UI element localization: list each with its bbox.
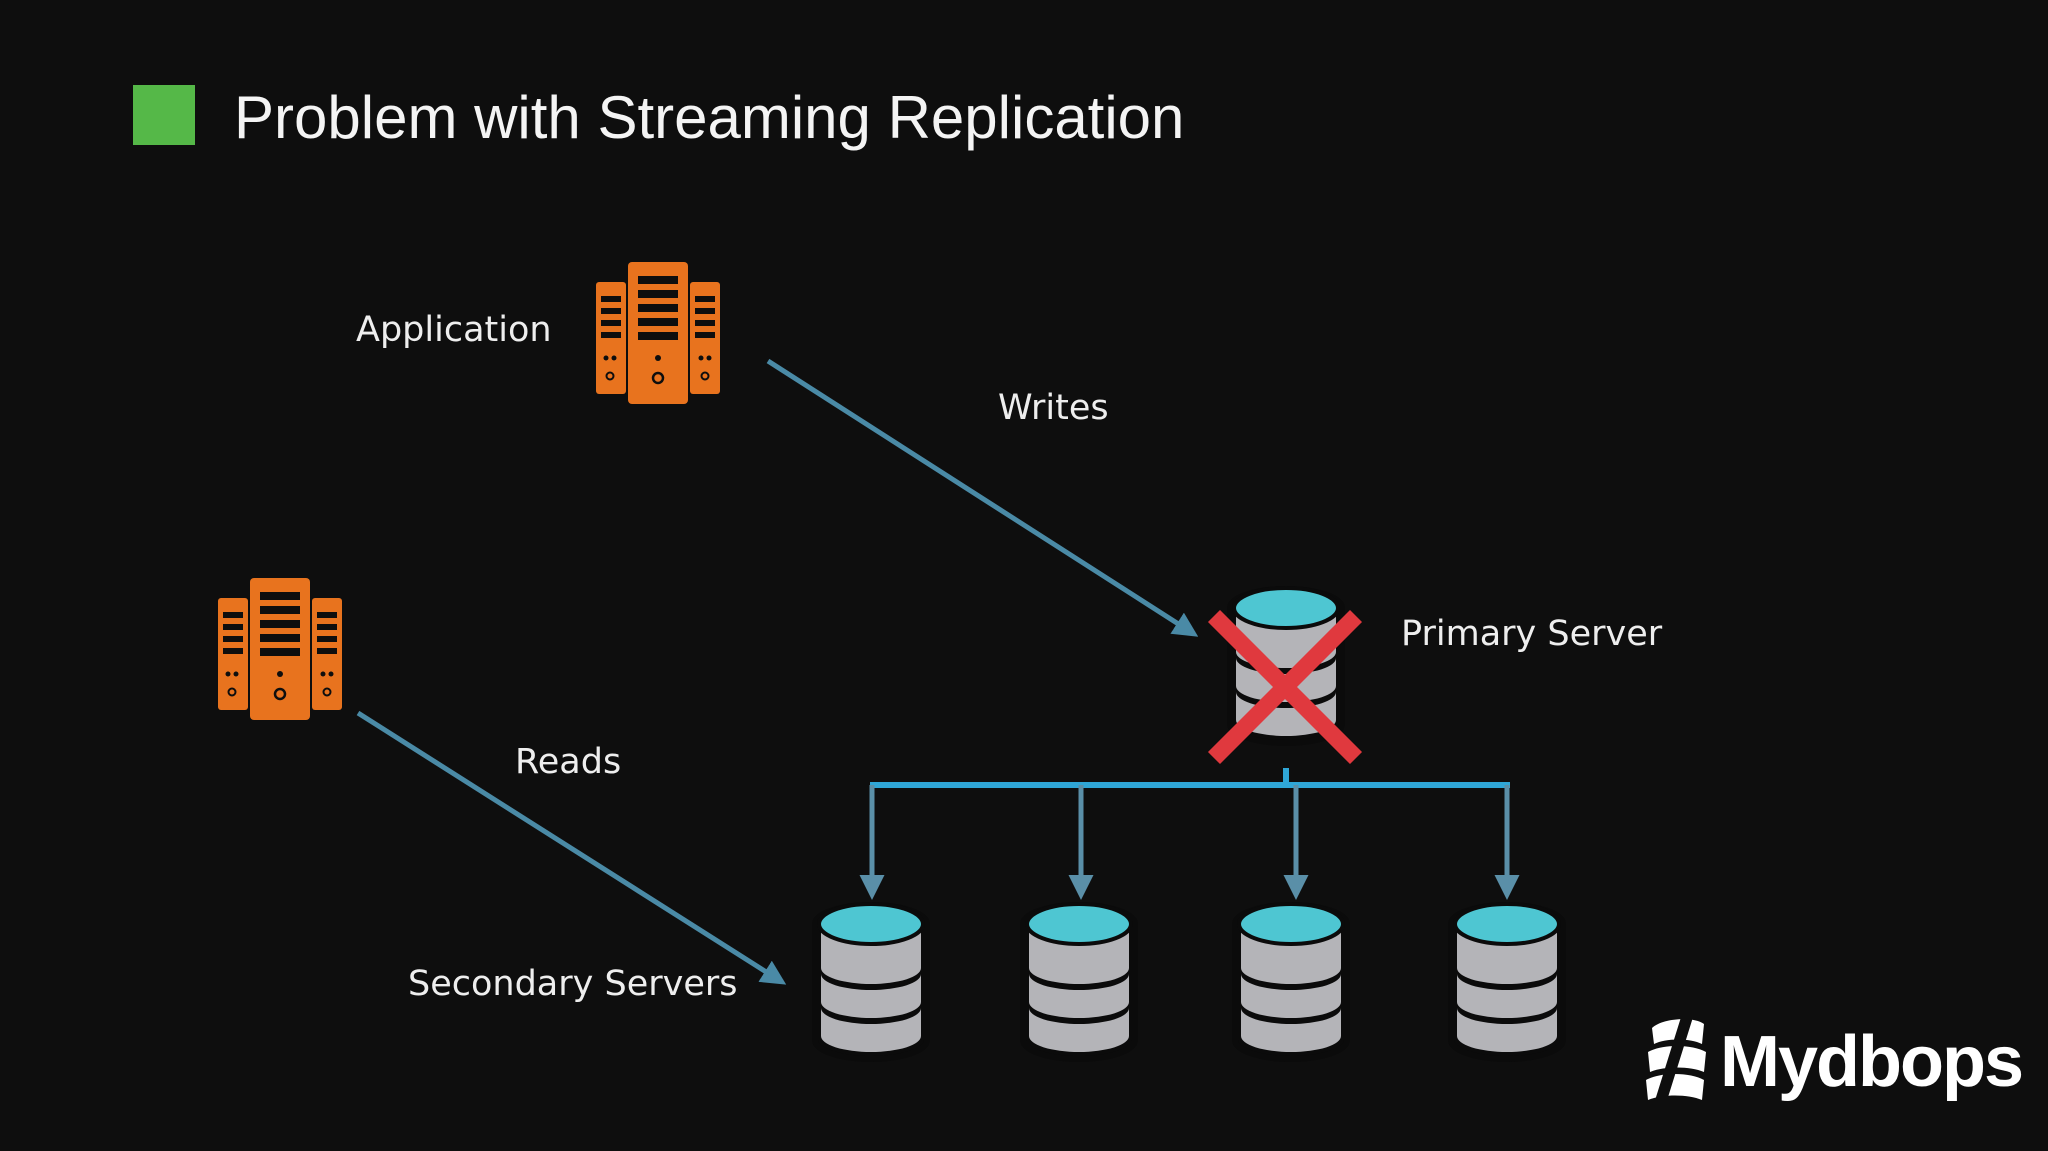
brand-logo: Mydbops [1642,1014,2024,1110]
mydbops-logo-icon [1646,1014,1706,1110]
secondary-database-icon [1451,904,1563,1059]
primary-server-label: Primary Server [1401,614,1663,654]
application-server-icon [594,260,722,406]
primary-failed-x-icon [1207,609,1363,765]
writes-arrow [766,358,1199,637]
secondary-database-icon [1023,904,1135,1059]
application-label: Application [356,310,552,350]
replication-bus [859,768,1520,900]
secondary-database-icon [815,904,927,1059]
brand-name: Mydbops [1720,1022,2024,1102]
secondary-servers-label: Secondary Servers [408,964,738,1004]
reads-arrow [356,710,787,985]
read-client-server-icon [216,576,344,722]
secondary-database-icon [1235,904,1347,1059]
slide-title: Problem with Streaming Replication [234,84,1185,151]
reads-label: Reads [515,742,622,782]
writes-label: Writes [998,388,1109,428]
title-marker-square [133,85,195,145]
